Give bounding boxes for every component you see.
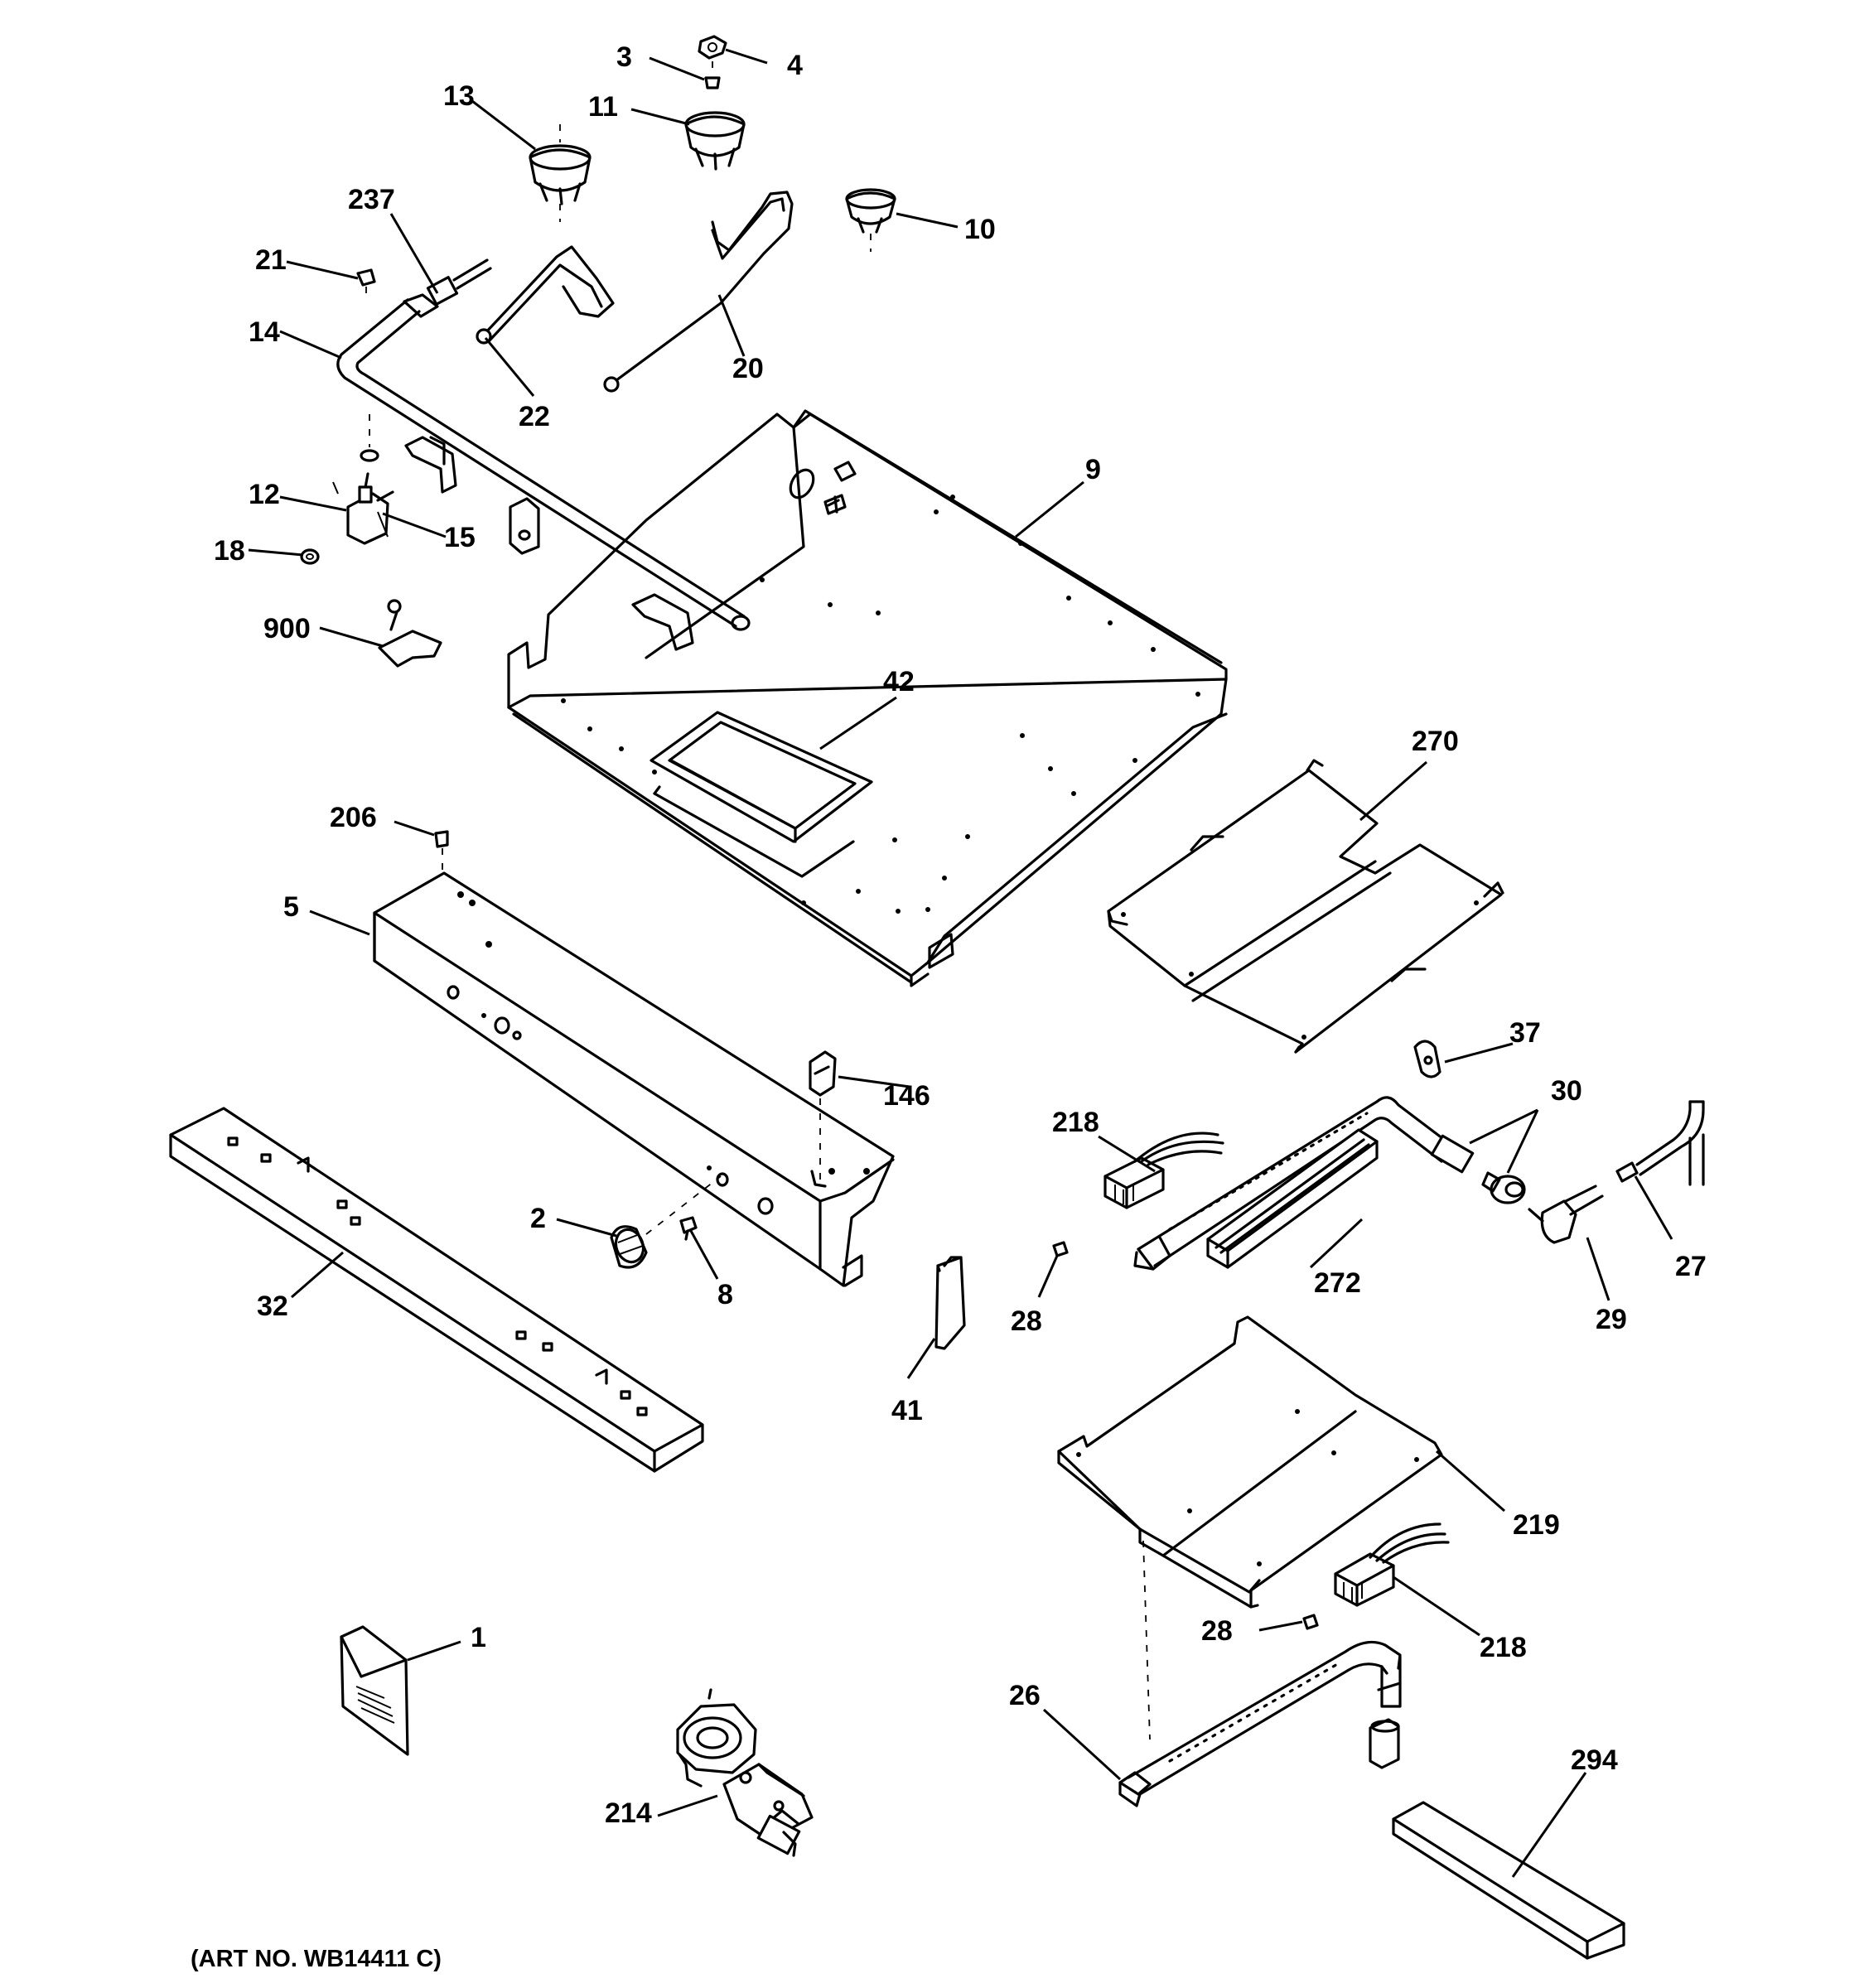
trim-strip-32[interactable] bbox=[169, 1107, 704, 1473]
manifold-pipe-14[interactable] bbox=[336, 298, 751, 631]
callout-4: 4 bbox=[787, 50, 803, 81]
screw-8[interactable] bbox=[679, 1216, 698, 1241]
burner-tray-42[interactable] bbox=[650, 711, 873, 878]
callout-18: 18 bbox=[214, 535, 245, 567]
burner-tray-272[interactable] bbox=[1206, 1128, 1379, 1269]
callout-294: 294 bbox=[1571, 1744, 1618, 1776]
callout-29: 29 bbox=[1596, 1304, 1627, 1335]
callout-218-lower: 218 bbox=[1480, 1632, 1527, 1663]
latch-41[interactable] bbox=[934, 1256, 966, 1350]
screw-28-lower[interactable] bbox=[1302, 1614, 1319, 1630]
clip-146[interactable] bbox=[809, 1050, 837, 1185]
air-shutter-lower[interactable] bbox=[1369, 1718, 1400, 1769]
callout-20: 20 bbox=[732, 353, 764, 384]
callout-21: 21 bbox=[255, 244, 287, 276]
igniter-218-upper[interactable] bbox=[1103, 1132, 1224, 1209]
baffle-219[interactable] bbox=[1057, 1315, 1443, 1740]
callout-28-lower: 28 bbox=[1201, 1615, 1233, 1647]
screw-3[interactable] bbox=[704, 61, 721, 89]
orifice-fitting-237[interactable] bbox=[403, 258, 492, 318]
igniter-218-lower[interactable] bbox=[1334, 1522, 1450, 1607]
elbow-29[interactable] bbox=[1528, 1185, 1604, 1244]
callout-900: 900 bbox=[263, 613, 311, 644]
callout-237: 237 bbox=[348, 184, 395, 215]
shield-270[interactable] bbox=[1107, 759, 1504, 1054]
art-number: (ART NO. WB14411 C) bbox=[191, 1946, 442, 1972]
callout-13: 13 bbox=[443, 80, 475, 112]
callout-12: 12 bbox=[249, 479, 280, 510]
callout-214: 214 bbox=[605, 1797, 652, 1829]
nut-4[interactable] bbox=[698, 35, 727, 60]
bracket-294[interactable] bbox=[1392, 1801, 1625, 1960]
callout-37: 37 bbox=[1509, 1017, 1541, 1049]
literature-1[interactable] bbox=[340, 1625, 409, 1756]
callout-15: 15 bbox=[444, 522, 476, 553]
callout-41: 41 bbox=[891, 1395, 923, 1426]
knob-2[interactable] bbox=[610, 1175, 722, 1269]
tube-20[interactable] bbox=[603, 191, 794, 393]
burner-box-9[interactable] bbox=[507, 409, 1228, 987]
bake-burner-upper[interactable] bbox=[1133, 1096, 1475, 1271]
screw-206[interactable] bbox=[434, 830, 449, 871]
callout-28-upper: 28 bbox=[1011, 1305, 1042, 1337]
callout-42: 42 bbox=[883, 666, 915, 697]
callout-2: 2 bbox=[530, 1203, 546, 1234]
valve-bracket-12[interactable] bbox=[332, 414, 394, 545]
callout-14: 14 bbox=[249, 316, 280, 348]
air-shutter-30[interactable] bbox=[1481, 1171, 1526, 1204]
washer-18[interactable] bbox=[300, 548, 320, 565]
callout-272: 272 bbox=[1314, 1267, 1361, 1299]
callout-218-upper: 218 bbox=[1052, 1107, 1099, 1138]
shutter-37[interactable] bbox=[1413, 1040, 1441, 1078]
bake-burner-26[interactable] bbox=[1118, 1640, 1402, 1807]
screw-21[interactable] bbox=[356, 268, 376, 302]
callout-9: 9 bbox=[1085, 454, 1101, 485]
callout-1: 1 bbox=[471, 1622, 486, 1653]
burner-head-10[interactable] bbox=[845, 188, 896, 252]
callout-3: 3 bbox=[616, 41, 632, 73]
callout-8: 8 bbox=[717, 1279, 733, 1310]
callout-labels: 13 11 3 4 10 237 21 14 22 20 9 12 15 18 … bbox=[214, 41, 1707, 1829]
clip-900[interactable] bbox=[378, 599, 442, 668]
callout-10: 10 bbox=[964, 214, 996, 245]
callout-22: 22 bbox=[519, 401, 550, 432]
pipe-bracket-lower bbox=[631, 593, 694, 651]
burner-head-11[interactable] bbox=[684, 111, 746, 171]
callout-270: 270 bbox=[1412, 726, 1459, 757]
callout-26: 26 bbox=[1009, 1680, 1041, 1711]
callout-206: 206 bbox=[330, 802, 377, 833]
tube-22[interactable] bbox=[476, 245, 615, 345]
callout-32: 32 bbox=[257, 1291, 288, 1322]
valve-assembly-214[interactable] bbox=[676, 1688, 814, 1857]
callout-146: 146 bbox=[883, 1080, 930, 1112]
callout-27: 27 bbox=[1675, 1251, 1707, 1282]
leader-lines bbox=[248, 48, 1673, 1878]
pipe-bracket-upper bbox=[404, 436, 457, 494]
pipe-bracket-mid bbox=[509, 497, 540, 555]
callout-11: 11 bbox=[588, 91, 618, 123]
callout-30: 30 bbox=[1551, 1075, 1582, 1107]
callout-5: 5 bbox=[283, 891, 299, 923]
callout-219: 219 bbox=[1513, 1509, 1560, 1541]
burner-head-13[interactable] bbox=[529, 124, 592, 222]
orifice-27[interactable] bbox=[1615, 1100, 1705, 1186]
screw-28-upper[interactable] bbox=[1052, 1241, 1069, 1257]
